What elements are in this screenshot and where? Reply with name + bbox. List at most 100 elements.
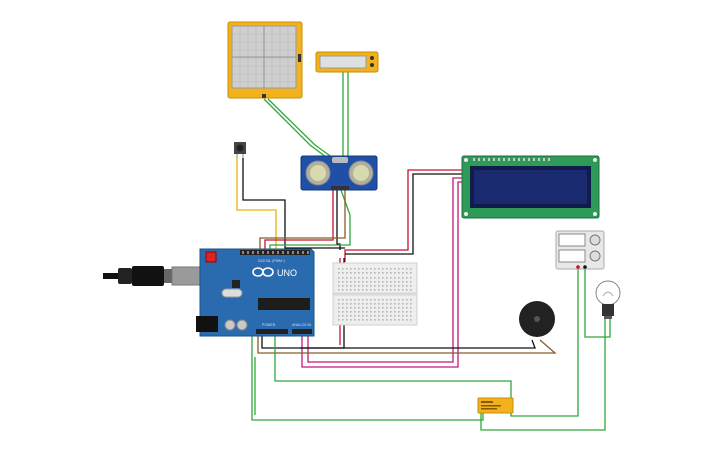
- wire-green[interactable]: [480, 318, 606, 431]
- breadboard-hole[interactable]: [374, 285, 376, 287]
- breadboard-hole[interactable]: [386, 272, 388, 274]
- breadboard-hole[interactable]: [398, 272, 400, 274]
- power-header[interactable]: [256, 329, 288, 334]
- push-button[interactable]: [234, 142, 246, 158]
- breadboard-hole[interactable]: [406, 281, 408, 283]
- analog-header[interactable]: [292, 329, 312, 334]
- arduino-uno[interactable]: UNO DIGITAL (PWM~) POWER ANALOG IN: [103, 248, 315, 337]
- breadboard-hole[interactable]: [362, 289, 364, 291]
- breadboard-hole[interactable]: [406, 277, 408, 279]
- breadboard-hole[interactable]: [402, 311, 404, 313]
- breadboard-hole[interactable]: [338, 272, 340, 274]
- breadboard-hole[interactable]: [366, 289, 368, 291]
- breadboard-hole[interactable]: [346, 307, 348, 309]
- breadboard-hole[interactable]: [410, 285, 412, 287]
- breadboard-hole[interactable]: [398, 315, 400, 317]
- breadboard-hole[interactable]: [362, 272, 364, 274]
- breadboard-hole[interactable]: [370, 307, 372, 309]
- oscilloscope[interactable]: [227, 21, 303, 99]
- breadboard-hole[interactable]: [350, 277, 352, 279]
- breadboard-hole[interactable]: [358, 268, 360, 270]
- breadboard-hole[interactable]: [374, 277, 376, 279]
- wire-black[interactable]: [242, 158, 345, 249]
- wire-green[interactable]: [251, 336, 484, 421]
- breadboard-hole[interactable]: [402, 268, 404, 270]
- breadboard-hole[interactable]: [350, 307, 352, 309]
- breadboard-hole[interactable]: [342, 319, 344, 321]
- breadboard-hole[interactable]: [394, 311, 396, 313]
- breadboard-hole[interactable]: [386, 277, 388, 279]
- breadboard-hole[interactable]: [346, 299, 348, 301]
- breadboard-hole[interactable]: [390, 268, 392, 270]
- breadboard-hole[interactable]: [394, 285, 396, 287]
- breadboard-hole[interactable]: [382, 281, 384, 283]
- breadboard-hole[interactable]: [350, 285, 352, 287]
- breadboard-hole[interactable]: [406, 285, 408, 287]
- breadboard-hole[interactable]: [358, 319, 360, 321]
- breadboard-hole[interactable]: [350, 272, 352, 274]
- breadboard-hole[interactable]: [398, 319, 400, 321]
- breadboard-hole[interactable]: [382, 303, 384, 305]
- breadboard-hole[interactable]: [370, 268, 372, 270]
- breadboard-hole[interactable]: [382, 268, 384, 270]
- breadboard-hole[interactable]: [342, 311, 344, 313]
- breadboard-hole[interactable]: [358, 299, 360, 301]
- breadboard-hole[interactable]: [358, 289, 360, 291]
- breadboard-hole[interactable]: [406, 272, 408, 274]
- breadboard-hole[interactable]: [410, 315, 412, 317]
- breadboard-hole[interactable]: [398, 285, 400, 287]
- breadboard-hole[interactable]: [402, 299, 404, 301]
- wire-green[interactable]: [584, 267, 611, 338]
- breadboard-hole[interactable]: [390, 307, 392, 309]
- breadboard-hole[interactable]: [342, 285, 344, 287]
- breadboard-hole[interactable]: [378, 319, 380, 321]
- breadboard-hole[interactable]: [358, 277, 360, 279]
- breadboard-hole[interactable]: [386, 299, 388, 301]
- breadboard-hole[interactable]: [406, 268, 408, 270]
- breadboard-hole[interactable]: [390, 289, 392, 291]
- ultrasonic-sensor[interactable]: [300, 155, 378, 191]
- breadboard-hole[interactable]: [350, 299, 352, 301]
- breadboard-hole[interactable]: [410, 299, 412, 301]
- breadboard-hole[interactable]: [350, 289, 352, 291]
- breadboard-hole[interactable]: [374, 319, 376, 321]
- breadboard-hole[interactable]: [354, 315, 356, 317]
- breadboard-hole[interactable]: [410, 289, 412, 291]
- breadboard-hole[interactable]: [358, 285, 360, 287]
- breadboard-hole[interactable]: [390, 277, 392, 279]
- reset-button[interactable]: [205, 251, 217, 263]
- breadboard-hole[interactable]: [390, 285, 392, 287]
- wire-green[interactable]: [267, 98, 337, 161]
- breadboard-hole[interactable]: [406, 299, 408, 301]
- breadboard-hole[interactable]: [342, 268, 344, 270]
- breadboard-hole[interactable]: [342, 277, 344, 279]
- wire-brown[interactable]: [257, 336, 557, 354]
- breadboard-hole[interactable]: [398, 277, 400, 279]
- breadboard-hole[interactable]: [406, 303, 408, 305]
- breadboard-hole[interactable]: [394, 277, 396, 279]
- breadboard-hole[interactable]: [398, 307, 400, 309]
- breadboard-hole[interactable]: [346, 281, 348, 283]
- wire-green[interactable]: [274, 336, 512, 398]
- breadboard[interactable]: [332, 262, 418, 326]
- breadboard-hole[interactable]: [374, 299, 376, 301]
- power-supply[interactable]: [555, 230, 605, 270]
- breadboard-hole[interactable]: [410, 311, 412, 313]
- breadboard-hole[interactable]: [402, 285, 404, 287]
- breadboard-hole[interactable]: [390, 311, 392, 313]
- breadboard-hole[interactable]: [370, 311, 372, 313]
- breadboard-hole[interactable]: [398, 268, 400, 270]
- breadboard-hole[interactable]: [370, 281, 372, 283]
- breadboard-hole[interactable]: [374, 303, 376, 305]
- breadboard-hole[interactable]: [386, 307, 388, 309]
- wire-black[interactable]: [336, 190, 341, 250]
- breadboard-hole[interactable]: [350, 315, 352, 317]
- wire-black[interactable]: [300, 339, 536, 349]
- breadboard-hole[interactable]: [362, 307, 364, 309]
- breadboard-hole[interactable]: [346, 303, 348, 305]
- breadboard-hole[interactable]: [338, 281, 340, 283]
- breadboard-hole[interactable]: [382, 289, 384, 291]
- breadboard-hole[interactable]: [406, 289, 408, 291]
- breadboard-hole[interactable]: [394, 303, 396, 305]
- breadboard-hole[interactable]: [370, 285, 372, 287]
